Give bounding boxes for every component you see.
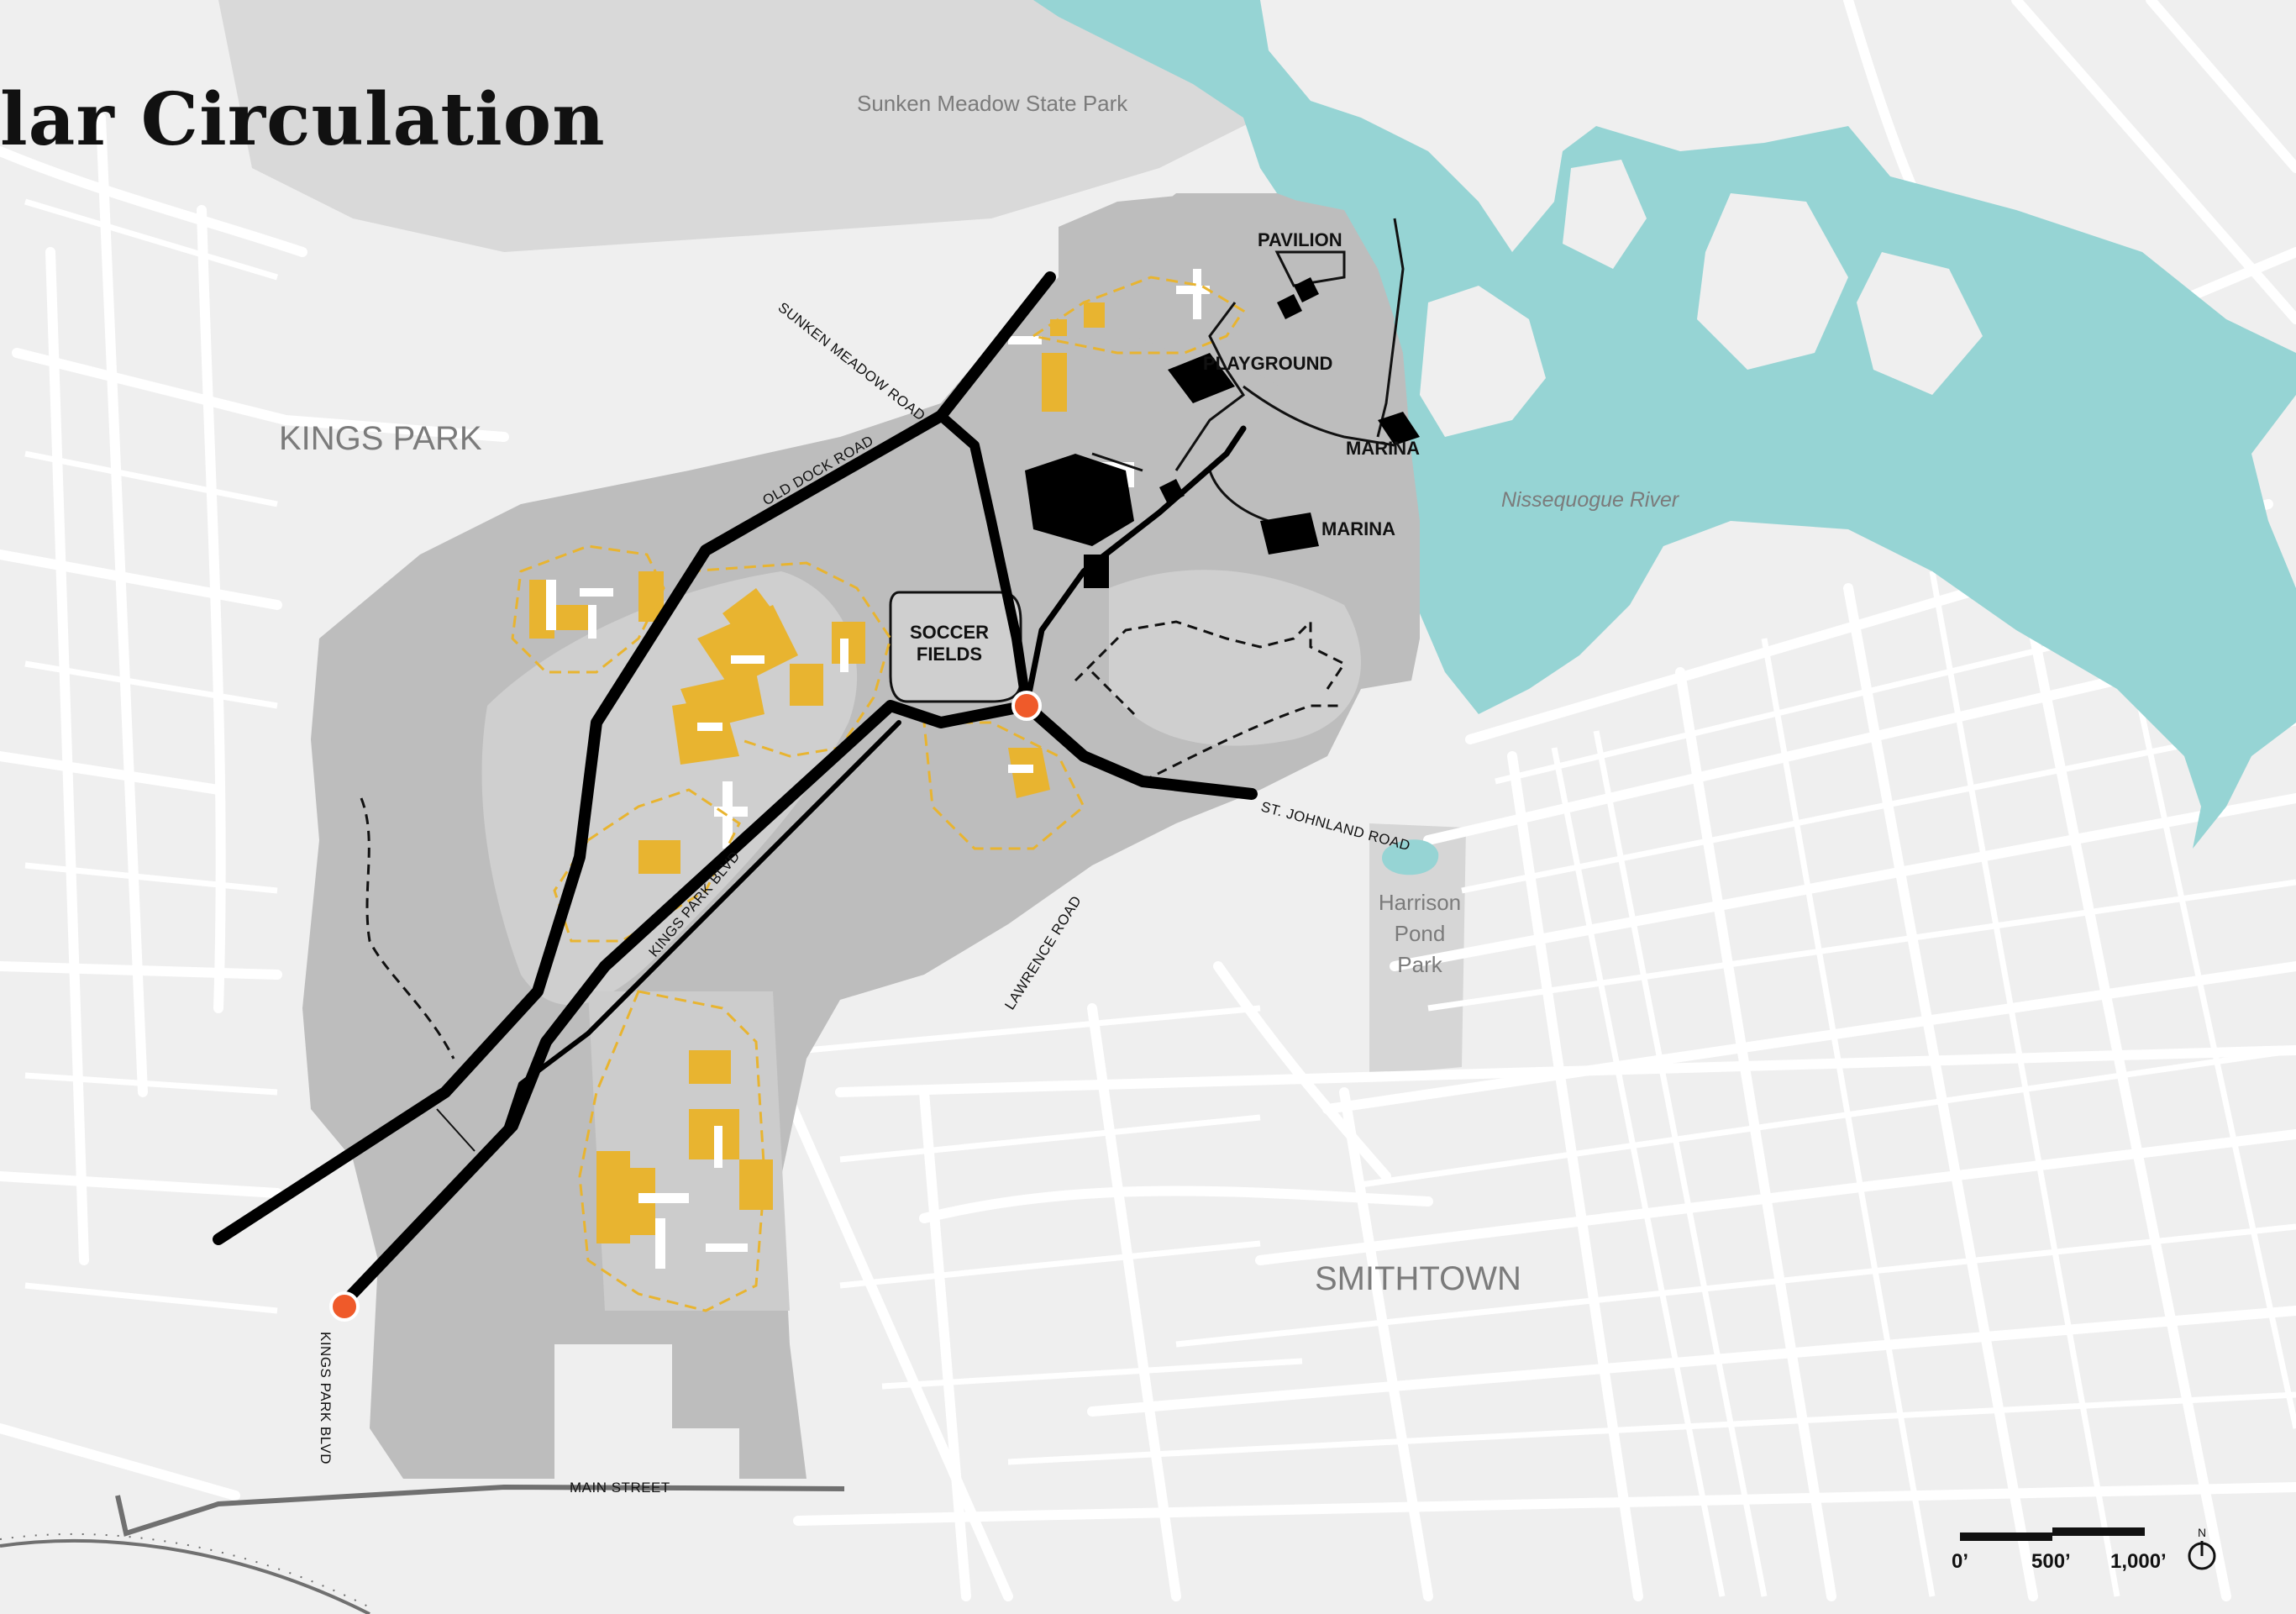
river-island — [1857, 252, 1983, 395]
service-loops — [511, 276, 1246, 1312]
black-structures — [1025, 277, 1420, 588]
label-marina-north: MARINA — [1346, 438, 1420, 459]
harrison-pond-park-area — [1369, 823, 1466, 1075]
river-island — [1697, 193, 1848, 370]
label-fields: FIELDS — [917, 644, 982, 665]
scale-label-500: 500’ — [2031, 1550, 2071, 1573]
campus-area — [302, 193, 1420, 1479]
label-sunken-meadow: Sunken Meadow State Park — [857, 91, 1128, 116]
label-kings-park: KINGS PARK — [279, 420, 482, 457]
short-connector — [436, 1108, 475, 1152]
st-johnland-road-line — [1021, 700, 1258, 800]
south-clearing — [554, 1344, 739, 1479]
map-title: lar Circulation — [0, 77, 606, 162]
state-park-area — [218, 0, 1260, 252]
campus-lighter-zone — [481, 571, 858, 1006]
label-main-street: MAIN STREET — [570, 1480, 670, 1496]
label-marina-south: MARINA — [1321, 518, 1395, 539]
scale-label-1000: 1,000’ — [2110, 1550, 2167, 1573]
river-island — [1563, 160, 1647, 269]
kings-park-blvd-parallel — [502, 720, 901, 1137]
north-campus-area — [1059, 193, 1395, 395]
entry-node-north — [1011, 691, 1042, 721]
label-smithtown: SMITHTOWN — [1315, 1260, 1521, 1297]
main-street-line — [115, 1484, 845, 1537]
label-kings-park-blvd-south: KINGS PARK BLVD — [318, 1332, 334, 1464]
dashed-trails — [360, 618, 1347, 1059]
entry-node-south — [329, 1291, 360, 1322]
campus-drives — [1091, 218, 1405, 523]
rail-line — [0, 1538, 370, 1614]
street-grid-fine — [24, 198, 2296, 1597]
harrison-pond — [1382, 839, 1439, 875]
campus-loop-road — [936, 411, 1032, 711]
label-pavilion: PAVILION — [1258, 229, 1342, 250]
label-nissequogue-river: Nissequogue River — [1501, 488, 1680, 512]
soccer-field-area — [889, 591, 1022, 703]
label-harrison-2: Pond — [1395, 921, 1446, 946]
label-soccer: SOCCER — [910, 622, 989, 643]
scale-label-0: 0’ — [1952, 1550, 1968, 1573]
label-playground: PLAYGROUND — [1203, 353, 1332, 374]
old-dock-road-line — [213, 271, 1056, 1245]
north-label: N — [2198, 1526, 2206, 1539]
scale-bar: 0’ 500’ 1,000’ — [1952, 1527, 2167, 1573]
major-roads — [213, 271, 1258, 1308]
nissequogue-river — [1033, 0, 2296, 849]
campus-connector — [1023, 425, 1247, 709]
north-arrow-icon: N — [2188, 1526, 2216, 1570]
campus-lighter-zone — [1109, 570, 1361, 746]
label-harrison-3: Park — [1397, 952, 1442, 977]
kings-park-blvd-line — [339, 700, 1032, 1308]
label-harrison-1: Harrison — [1379, 890, 1461, 915]
river-island — [1420, 286, 1546, 437]
